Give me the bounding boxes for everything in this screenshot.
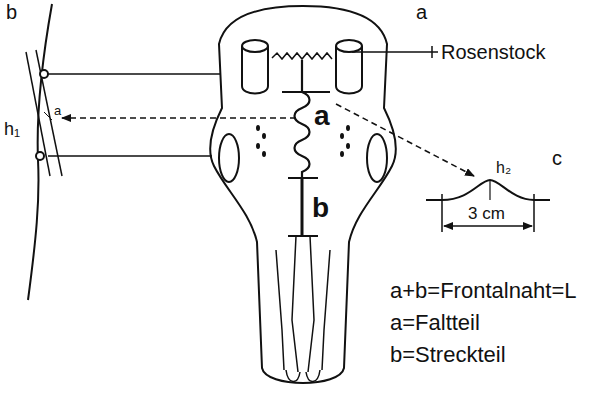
dimension-label: h₁	[4, 120, 20, 138]
legend-note: b=Streckteil	[390, 344, 506, 366]
panel-letter: a	[416, 2, 427, 22]
suture-letter: a	[314, 102, 330, 130]
foramen	[256, 125, 350, 157]
dashed-arrow	[336, 104, 474, 176]
suture	[272, 53, 332, 59]
profile-b	[26, 4, 220, 300]
orbit	[367, 134, 387, 182]
legend-note: a=Faltteil	[390, 312, 480, 334]
legend-note: a+b=Frontalnaht=L	[390, 280, 577, 302]
skull-outline	[210, 6, 395, 383]
part-name: Rosenstock	[441, 42, 546, 62]
orbit	[219, 134, 239, 182]
suture-letter: b	[312, 194, 329, 222]
dimension-label: a	[54, 104, 61, 117]
frontal-suture-fold	[295, 60, 310, 178]
panel-letter: b	[6, 2, 17, 22]
panel-letter: c	[552, 148, 562, 168]
dashed-arrow	[62, 117, 296, 119]
section-c	[426, 180, 550, 232]
dimension-value: 3 cm	[468, 205, 505, 222]
leader-line	[352, 46, 438, 58]
dimension-label: h₂	[496, 160, 511, 176]
frontal-suture-stretch	[301, 178, 304, 236]
bracket	[282, 92, 330, 236]
nasal-bones	[276, 236, 330, 372]
teeth	[286, 370, 320, 382]
